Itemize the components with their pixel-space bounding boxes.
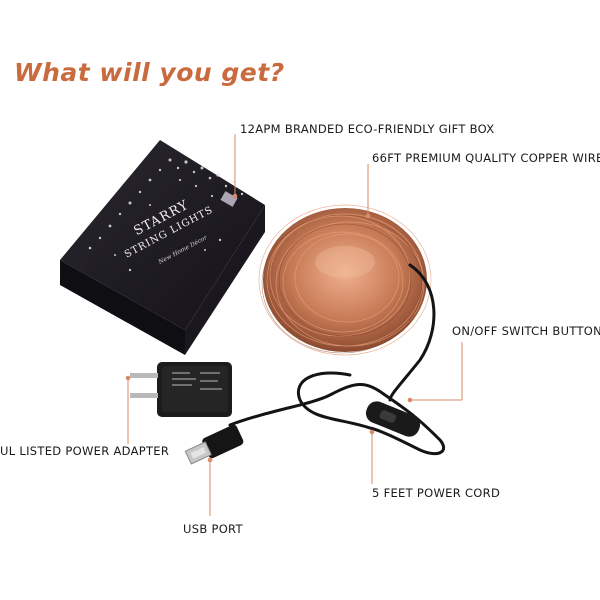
power-adapter: [130, 362, 232, 417]
gift-box: STARRY STRING LIGHTS New Home Décor: [60, 140, 265, 355]
label-power-cord: 5 FEET POWER CORD: [372, 486, 501, 500]
sparkle-lights: [88, 158, 244, 272]
label-switch-button: ON/OFF SWITCH BUTTON: [452, 324, 600, 338]
usb-plug: [184, 424, 244, 465]
switch-button: [365, 401, 421, 437]
copper-wire-coil: [258, 204, 432, 356]
label-copper-wire: 66FT PREMIUM QUALITY COPPER WIRE: [372, 151, 600, 165]
box-logo: [220, 191, 238, 207]
label-gift-box: 12APM BRANDED ECO-FRIENDLY GIFT BOX: [240, 122, 495, 136]
power-cord: [228, 263, 446, 456]
page-headline: What will you get?: [14, 58, 285, 87]
label-usb-port: USB PORT: [183, 522, 243, 536]
label-power-adapter: UL LISTED POWER ADAPTER: [0, 444, 170, 458]
leader-lines: [125, 134, 463, 516]
